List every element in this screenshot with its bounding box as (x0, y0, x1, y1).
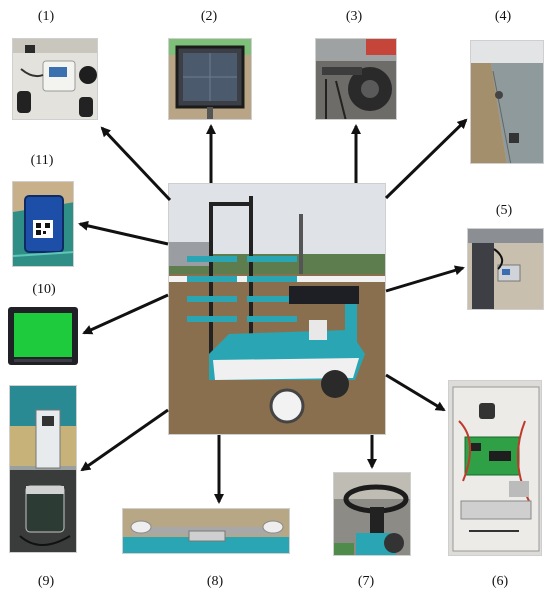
label-10: (10) (32, 282, 56, 297)
arrow-to-5 (385, 265, 465, 293)
photo-3-wheel-sensor (315, 38, 397, 120)
label-3: (3) (345, 9, 363, 24)
photo-8-sensor-rig (122, 508, 290, 554)
photo-2-solar-panel (168, 38, 252, 120)
photo-9-control-box (9, 385, 77, 553)
photo-10-display-screen (8, 307, 78, 365)
arrow-to-9 (80, 408, 169, 472)
label-6: (6) (491, 574, 509, 589)
arrow-to-6 (385, 373, 446, 412)
photo-7-steering-wheel (333, 472, 411, 556)
photo-1-sensor-module (12, 38, 98, 120)
label-7: (7) (357, 574, 375, 589)
label-9: (9) (37, 574, 55, 589)
arrow-to-10 (82, 293, 169, 335)
label-8: (8) (206, 574, 224, 589)
label-11: (11) (30, 153, 54, 168)
label-2: (2) (200, 9, 218, 24)
photo-center-rice-transplanter (168, 183, 386, 435)
label-5: (5) (495, 203, 513, 218)
label-4: (4) (494, 9, 512, 24)
photo-4-field-edge (470, 40, 544, 164)
arrow-to-4 (384, 118, 468, 200)
photo-5-machine-sensor (467, 228, 544, 310)
label-1: (1) (37, 9, 55, 24)
photo-11-handheld-terminal (12, 181, 74, 267)
arrow-to-1 (100, 126, 172, 202)
photo-6-electrical-cabinet (448, 380, 542, 556)
arrow-to-11 (78, 220, 169, 246)
